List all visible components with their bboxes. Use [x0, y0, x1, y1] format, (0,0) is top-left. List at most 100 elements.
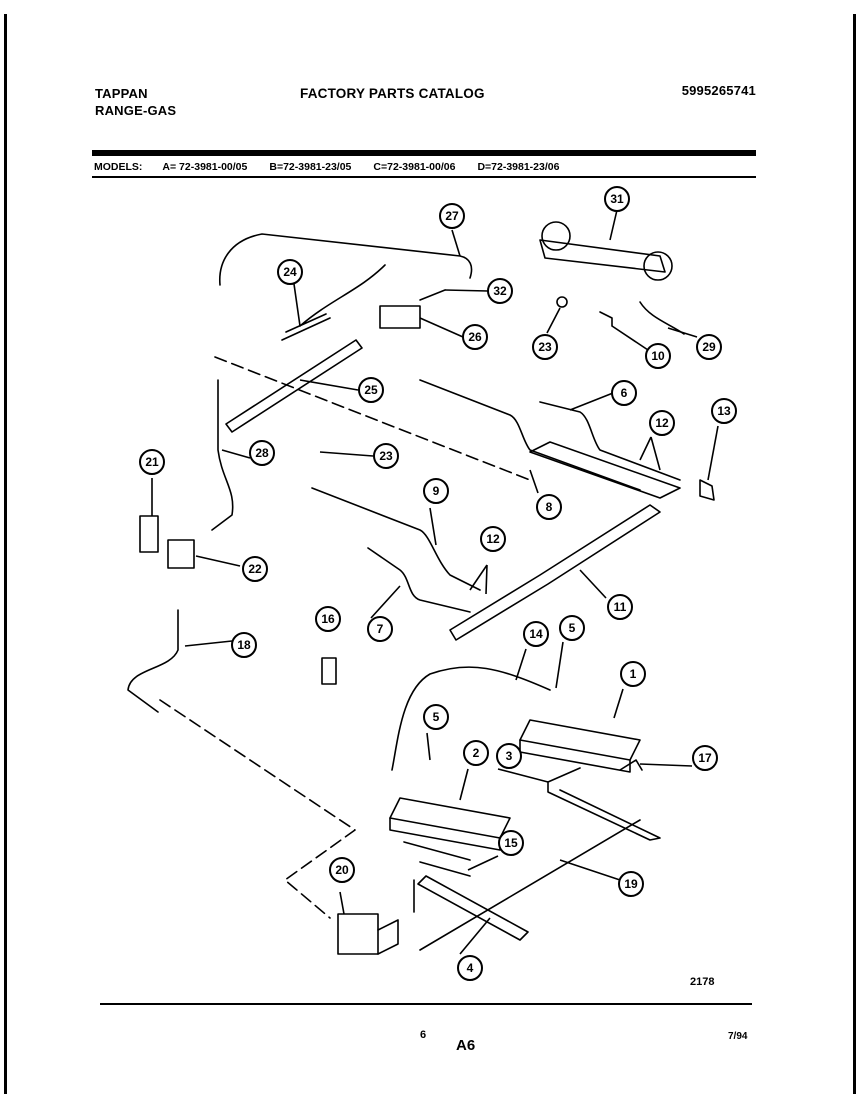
callout-14: 14 [523, 621, 549, 647]
part-18 [127, 609, 179, 713]
svg-text:19: 19 [624, 877, 638, 891]
figure-number: 2178 [690, 976, 715, 988]
callouts: 27 31 24 32 26 23 29 10 25 6 12 13 28 23… [139, 186, 737, 981]
svg-text:15: 15 [504, 836, 518, 850]
callout-5-left: 5 [423, 704, 449, 730]
part-4 [417, 875, 529, 941]
brand-name: TAPPAN [95, 86, 148, 101]
callout-23-top: 23 [532, 334, 558, 360]
svg-text:25: 25 [364, 383, 378, 397]
callout-20: 20 [329, 857, 355, 883]
part-26 [379, 305, 421, 329]
part-32 [419, 289, 446, 301]
part-31-cap-left [541, 221, 571, 251]
part-19 [419, 819, 641, 951]
callout-9: 9 [423, 478, 449, 504]
svg-text:31: 31 [610, 192, 624, 206]
product-type: RANGE-GAS [95, 103, 177, 118]
callout-18: 18 [231, 632, 257, 658]
callout-26: 26 [462, 324, 488, 350]
callout-8: 8 [536, 494, 562, 520]
callout-32: 32 [487, 278, 513, 304]
guide-line-2 [159, 699, 356, 919]
svg-text:2: 2 [473, 746, 480, 760]
part-1 [519, 719, 641, 761]
part-1-side [519, 739, 631, 773]
callout-19: 19 [618, 871, 644, 897]
callout-1: 1 [620, 661, 646, 687]
callout-17: 17 [692, 745, 718, 771]
parts-drawing [127, 221, 715, 955]
callout-15: 15 [498, 830, 524, 856]
svg-text:23: 23 [538, 340, 552, 354]
svg-text:16: 16 [321, 612, 335, 626]
callout-28: 28 [249, 440, 275, 466]
part-21 [139, 515, 159, 553]
model-c: C=72-3981-00/06 [373, 161, 456, 173]
callout-25: 25 [358, 377, 384, 403]
callout-31: 31 [604, 186, 630, 212]
page-frame [4, 14, 856, 1094]
part-29 [639, 301, 685, 335]
part-22 [167, 539, 195, 569]
leader-lines [151, 209, 719, 955]
callout-24: 24 [277, 259, 303, 285]
callout-27: 27 [439, 203, 465, 229]
model-d: D=72-3981-23/06 [477, 161, 560, 173]
catalog-number: 5995265741 [681, 83, 756, 98]
callout-4: 4 [457, 955, 483, 981]
callout-16: 16 [315, 606, 341, 632]
part-16 [321, 657, 337, 685]
svg-text:11: 11 [614, 600, 627, 614]
model-b: B=72-3981-23/05 [269, 161, 352, 173]
svg-text:18: 18 [237, 638, 251, 652]
svg-text:10: 10 [651, 349, 665, 363]
part-3 [547, 767, 661, 841]
svg-text:14: 14 [529, 627, 543, 641]
svg-text:3: 3 [506, 749, 513, 763]
svg-text:9: 9 [433, 484, 440, 498]
part-20 [337, 913, 379, 955]
svg-text:17: 17 [698, 751, 712, 765]
part-14 [391, 666, 551, 771]
part-24 [281, 264, 386, 341]
callout-11: 11 [607, 594, 633, 620]
svg-text:12: 12 [486, 532, 500, 546]
section-code: A6 [456, 1037, 476, 1054]
callout-5-right: 5 [559, 615, 585, 641]
part-6 [539, 401, 681, 481]
callout-10: 10 [645, 343, 671, 369]
svg-text:5: 5 [433, 710, 440, 724]
models-label: MODELS: [94, 161, 143, 173]
part-13 [699, 479, 715, 501]
part-17 [619, 759, 643, 771]
svg-text:29: 29 [702, 340, 716, 354]
part-8 [419, 379, 641, 491]
part-31 [539, 239, 666, 273]
callout-23-mid: 23 [373, 443, 399, 469]
part-15 [403, 841, 471, 877]
part-31-cap-right [643, 251, 673, 281]
models-rule [92, 176, 756, 178]
svg-text:1: 1 [630, 667, 637, 681]
part-23-top [556, 296, 568, 308]
callout-21: 21 [139, 449, 165, 475]
svg-text:22: 22 [248, 562, 262, 576]
callout-3: 3 [496, 743, 522, 769]
footer-rule [100, 1003, 752, 1005]
callout-29: 29 [696, 334, 722, 360]
part-7 [367, 547, 471, 613]
guide-line-1 [214, 356, 531, 481]
svg-text:20: 20 [335, 863, 349, 877]
header-rule [92, 150, 756, 156]
svg-text:8: 8 [546, 500, 553, 514]
part-25 [225, 339, 363, 433]
svg-text:28: 28 [255, 446, 269, 460]
svg-text:12: 12 [655, 416, 669, 430]
svg-text:23: 23 [379, 449, 393, 463]
part-2 [389, 797, 511, 839]
manifold-bracket [529, 441, 681, 499]
svg-text:7: 7 [377, 622, 384, 636]
